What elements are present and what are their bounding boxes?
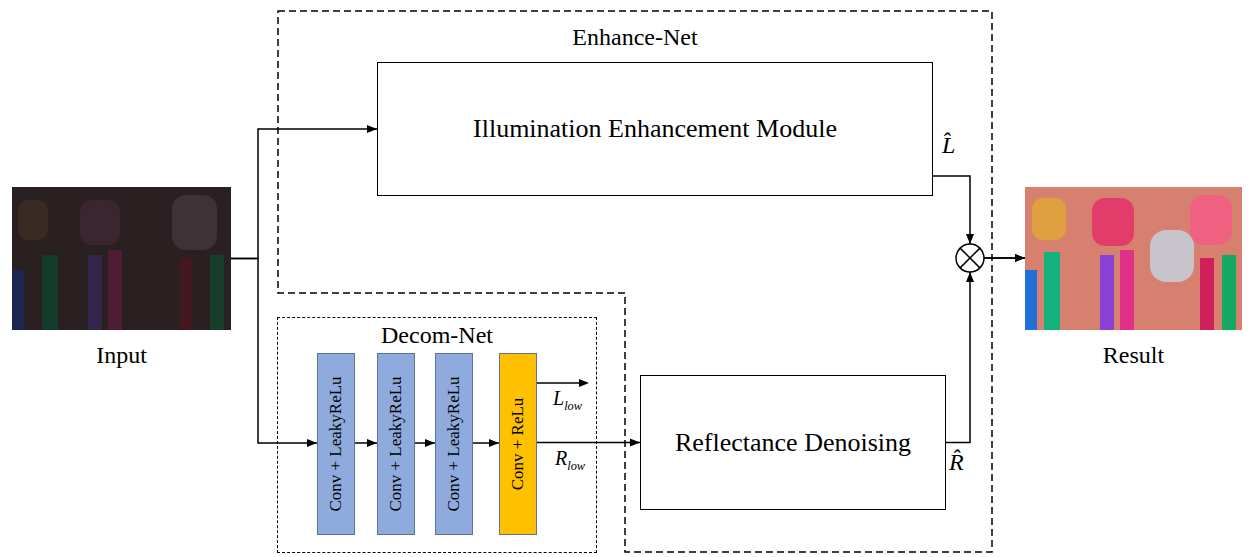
box-label: Reflectance Denoising [675, 428, 911, 458]
input-image: Input [12, 187, 231, 330]
ornament [1092, 198, 1134, 246]
tassel [1044, 252, 1060, 330]
group-title: Decom-Net [278, 322, 596, 349]
arrow-head [1015, 254, 1025, 262]
tassel [1120, 250, 1134, 330]
photo-ground [1025, 187, 1242, 330]
arrow-line [536, 382, 580, 384]
layer-label: Conv + ReLu [508, 398, 528, 491]
signal-label-subscript: low [564, 399, 582, 413]
connector [415, 439, 435, 447]
tassel [42, 255, 58, 330]
arrow-head [966, 234, 974, 244]
edge-label: Rlow [553, 447, 587, 474]
connector-line [933, 176, 970, 244]
ornament [172, 195, 217, 250]
tassel [180, 258, 192, 330]
connector [231, 259, 317, 448]
edge-label-subscript: low [567, 459, 585, 473]
arrow-head [367, 125, 377, 133]
multiply-cross [960, 248, 980, 268]
tassel [1025, 270, 1037, 330]
ornament [1032, 198, 1066, 240]
conv-layer: Conv + LeakyReLu [317, 353, 355, 535]
connector [946, 254, 1025, 443]
ornament [80, 200, 120, 245]
photo-ground [12, 187, 231, 330]
arrow-head [579, 379, 589, 387]
multiply-cross [960, 248, 980, 268]
multiply-circle [956, 244, 984, 272]
multiply-symbol [956, 244, 984, 272]
tassel [88, 255, 102, 330]
layer-label: Conv + LeakyReLu [444, 376, 464, 511]
arrow-head [1015, 254, 1025, 262]
arrow-head [966, 272, 974, 282]
connector-line [231, 129, 377, 259]
conv-layer: Conv + ReLu [499, 353, 537, 535]
edge-label: L̂ [940, 132, 957, 158]
arrow-head [367, 439, 377, 447]
conv-layer: Conv + LeakyReLu [435, 353, 473, 535]
connector [473, 439, 499, 447]
result-photo [1025, 187, 1242, 330]
layer-label: Conv + LeakyReLu [386, 376, 406, 511]
arrow-head [307, 439, 317, 447]
layer-label: Conv + LeakyReLu [326, 376, 346, 511]
dashed-outline [278, 11, 992, 552]
connector [355, 439, 377, 447]
group-title: Enhance-Net [277, 24, 993, 51]
input-photo [12, 187, 231, 330]
ornament [1190, 195, 1232, 245]
tassel [1200, 258, 1214, 330]
arrow-head [630, 439, 640, 447]
tassel [1100, 255, 1114, 330]
conv-layer: Conv + LeakyReLu [377, 353, 415, 535]
ornament [18, 200, 48, 240]
decom-net-group: Decom-NetConv + LeakyReLu Conv + LeakyReL… [277, 317, 597, 553]
edge-label: R̂ [947, 449, 966, 475]
connector-line [946, 272, 970, 443]
arrow-head [425, 439, 435, 447]
signal-label: Llow [553, 387, 582, 414]
ornament [1150, 230, 1194, 282]
connector [231, 125, 377, 259]
image-caption: Input [12, 342, 231, 369]
process-box: Illumination Enhancement Module [377, 62, 933, 196]
tassel [210, 255, 224, 330]
arrow-head [489, 439, 499, 447]
tassel [12, 270, 24, 330]
result-image: Result [1025, 187, 1242, 330]
output-arrow [536, 379, 589, 387]
process-box: Reflectance Denoising [640, 375, 946, 510]
box-label: Illumination Enhancement Module [473, 114, 837, 144]
tassel [108, 250, 122, 330]
connector-line [231, 259, 317, 444]
tassel [1222, 255, 1236, 330]
connector [933, 176, 1025, 262]
image-caption: Result [1025, 342, 1242, 369]
